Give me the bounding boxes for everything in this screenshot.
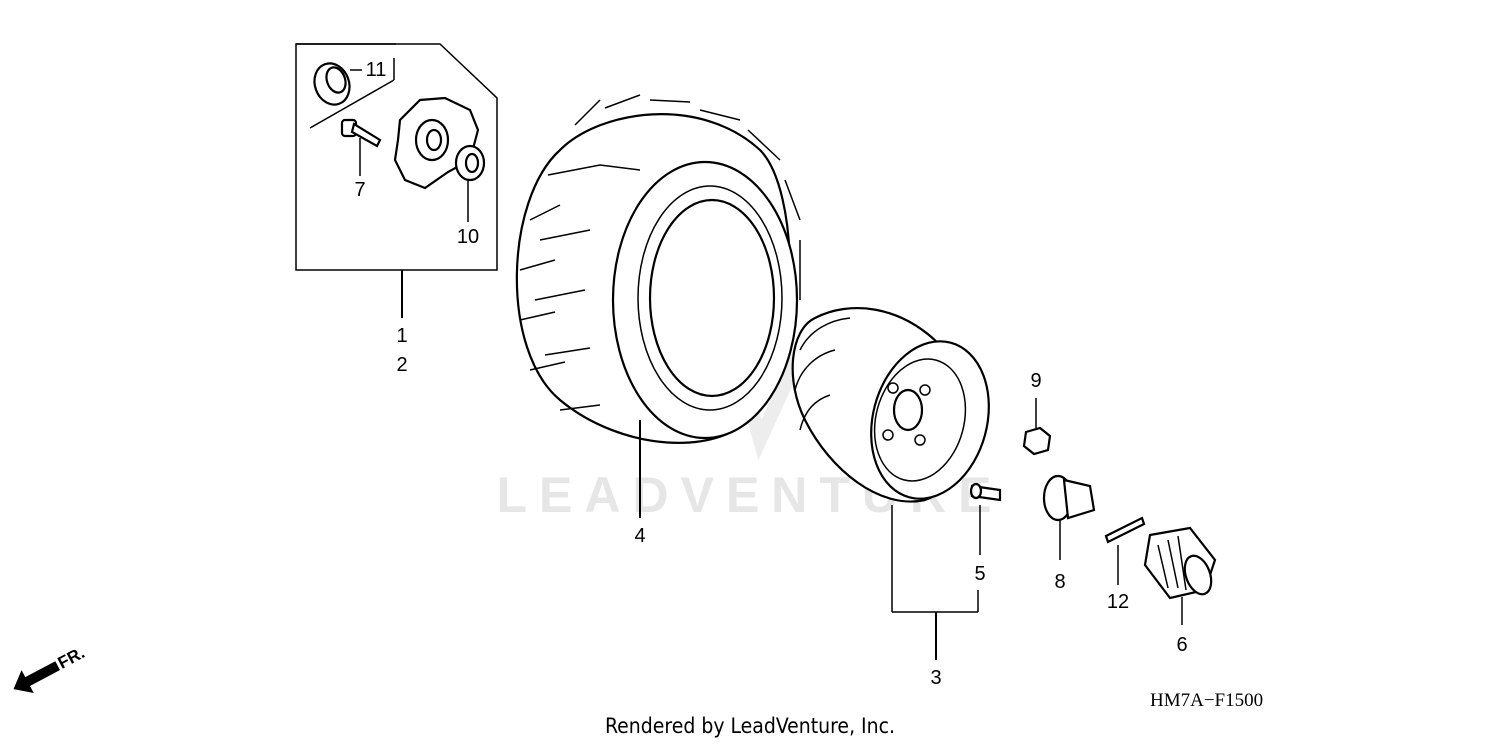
diagram-code: HM7A−F1500 — [1150, 690, 1263, 711]
tire-part-4 — [515, 94, 801, 518]
callout-6: 6 — [1176, 634, 1187, 656]
callout-11: 11 — [366, 59, 387, 81]
callout-9: 9 — [1030, 370, 1041, 392]
cotter-pin-part-12 — [1104, 516, 1146, 585]
callout-7: 7 — [354, 179, 365, 201]
valve-part-5 — [969, 482, 1002, 555]
hub-assembly-frame — [295, 43, 498, 318]
castle-nut-part-8 — [1042, 474, 1096, 560]
front-direction-arrow: FR. — [13, 643, 88, 694]
callout-5: 5 — [974, 563, 985, 585]
nut-part-9 — [1022, 398, 1052, 456]
wheel-part-3 — [791, 307, 990, 660]
cap-part-6 — [1143, 526, 1217, 625]
direction-label: FR. — [55, 643, 88, 673]
callout-12: 12 — [1107, 591, 1129, 613]
footer-credit: Rendered by LeadVenture, Inc. — [605, 714, 895, 738]
callout-4: 4 — [634, 525, 645, 547]
callout-2: 2 — [396, 354, 407, 376]
callout-3: 3 — [930, 667, 941, 689]
bolt-part-7 — [340, 118, 382, 176]
bearing-part-10 — [454, 144, 486, 222]
callout-1: 1 — [396, 325, 407, 347]
callout-10: 10 — [457, 226, 479, 248]
collar-part-11 — [313, 62, 362, 106]
callout-8: 8 — [1054, 571, 1065, 593]
